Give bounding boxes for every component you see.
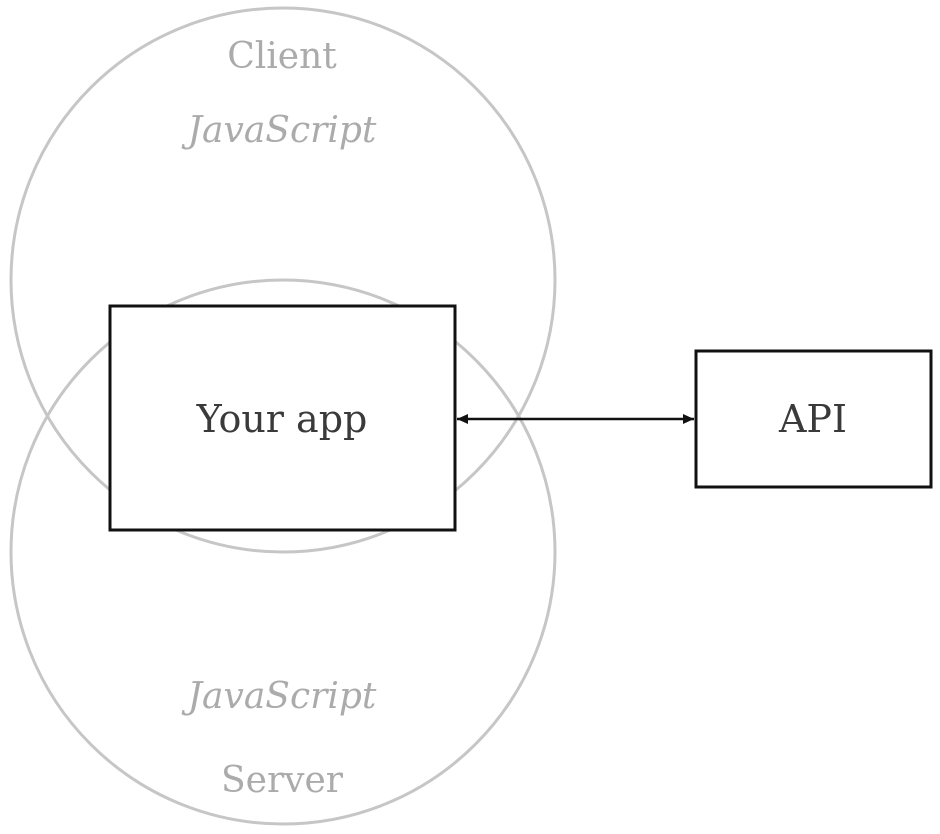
client-title: Client (227, 36, 337, 77)
app-box-background (110, 306, 455, 530)
server-circle (9, 278, 557, 826)
app-box (108, 304, 457, 532)
client-language-label: JavaScript (181, 110, 377, 151)
api-box-label: API (778, 397, 847, 441)
client-circle (9, 6, 557, 554)
server-language-label: JavaScript (181, 676, 377, 717)
server-title: Server (221, 760, 344, 801)
app-box-label: Your app (196, 397, 368, 441)
api-box (694, 349, 933, 489)
